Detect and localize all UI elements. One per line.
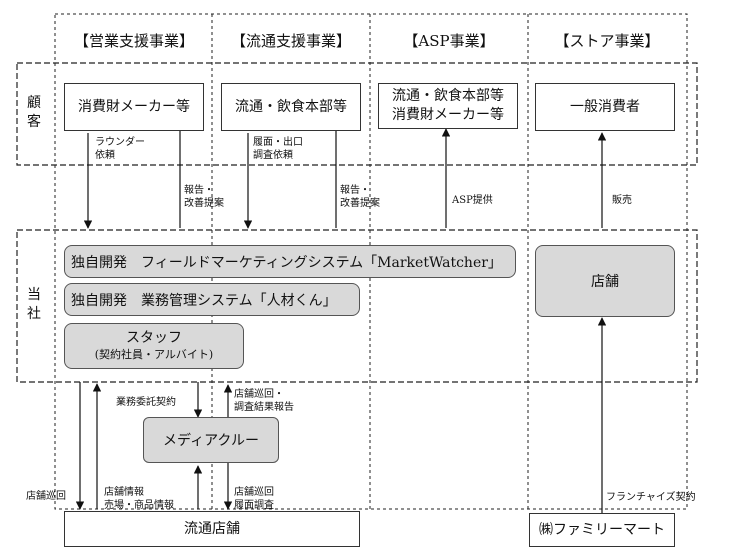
staff-box: スタッフ (契約社員・アルバイト) bbox=[64, 323, 244, 369]
header-sales-support: 【営業支援事業】 bbox=[73, 32, 194, 50]
label-rounder-request: ラウンダー 依頼 bbox=[95, 137, 145, 161]
label-report-improve-1: 報告・ 改善提案 bbox=[184, 185, 224, 209]
family-mart-box: ㈱ファミリーマート bbox=[529, 513, 675, 547]
row-label-company: 当 社 bbox=[27, 287, 41, 322]
label-outsourcing-contract: 業務委託契約 bbox=[116, 397, 176, 408]
header-distribution-support: 【流通支援事業】 bbox=[230, 32, 351, 50]
header-asp: 【ASP事業】 bbox=[403, 32, 495, 50]
row-label-customer: 顧 客 bbox=[27, 95, 41, 130]
system-marketwatcher: 独自開発 フィールドマーケティングシステム「MarketWatcher」 bbox=[64, 245, 516, 278]
customer-consumer-goods-maker: 消費財メーカー等 bbox=[64, 83, 204, 131]
media-crew-box: メディアクルー bbox=[143, 417, 279, 463]
header-store: 【ストア事業】 bbox=[554, 32, 660, 50]
label-asp-provide: ASP提供 bbox=[452, 195, 493, 206]
system-jinzai-kun: 独自開発 業務管理システム「人材くん」 bbox=[64, 283, 360, 316]
company-row-frame bbox=[16, 229, 698, 383]
label-store-visit: 店舗巡回 bbox=[26, 491, 66, 502]
label-store-visit-facing: 店舗巡回 履面調査 bbox=[234, 487, 274, 511]
own-store-box: 店舗 bbox=[535, 245, 675, 317]
customer-row-frame bbox=[16, 62, 698, 166]
label-sales: 販売 bbox=[612, 195, 632, 206]
customer-general-consumer: 一般消費者 bbox=[535, 83, 675, 131]
customer-asp-clients: 流通・飲食本部等 消費財メーカー等 bbox=[378, 83, 518, 129]
staff-sub-label: (契約社員・アルバイト) bbox=[94, 347, 214, 361]
label-store-info: 店舗情報 売場・商品情報 bbox=[104, 487, 174, 511]
label-report-improve-2: 報告・ 改善提案 bbox=[340, 185, 380, 209]
label-store-visit-report: 店舗巡回・ 調査結果報告 bbox=[234, 389, 294, 413]
retail-store-box: 流通店舗 bbox=[64, 511, 360, 547]
staff-label: スタッフ bbox=[126, 330, 182, 347]
customer-distribution-hq: 流通・飲食本部等 bbox=[221, 83, 361, 131]
label-franchise-contract: フランチャイズ契約 bbox=[606, 492, 696, 503]
label-facing-survey-request: 履面・出口 調査依頼 bbox=[253, 137, 303, 161]
